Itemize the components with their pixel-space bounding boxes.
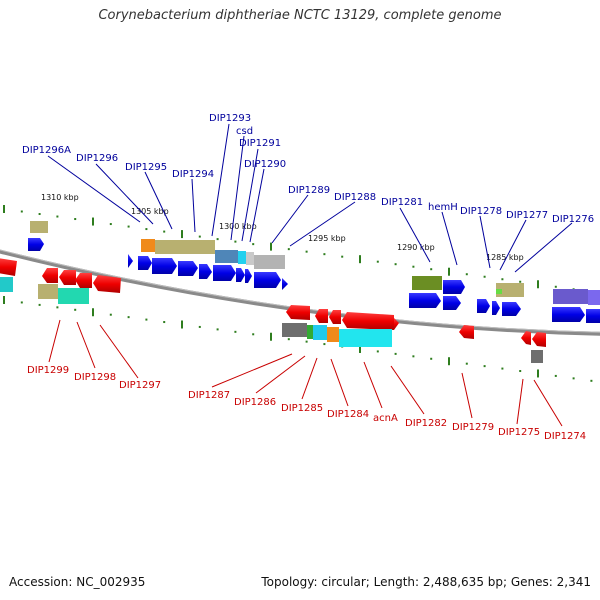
gene-arrow-forward[interactable] <box>213 265 236 281</box>
scale-label: 1295 kbp <box>308 234 346 243</box>
scale-ticks <box>3 205 593 382</box>
gene-label[interactable]: DIP1276 <box>552 214 594 225</box>
gene-label[interactable]: DIP1299 <box>27 365 69 376</box>
gene-arrow-forward[interactable] <box>128 254 133 268</box>
gene-label[interactable]: DIP1275 <box>498 427 540 438</box>
gene-arrow-reverse[interactable] <box>521 331 531 345</box>
gene-label[interactable]: DIP1290 <box>244 159 286 170</box>
gene-label[interactable]: DIP1291 <box>239 138 281 149</box>
gene-arrow-forward[interactable] <box>492 301 500 315</box>
genome-summary-text: Topology: circular; Length: 2,488,635 bp… <box>261 575 591 589</box>
gene-arrow-reverse[interactable] <box>75 273 92 288</box>
cog-bar <box>588 290 600 305</box>
scale-label: 1310 kbp <box>41 193 79 202</box>
gene-label[interactable]: DIP1286 <box>234 397 276 408</box>
scale-label: 1290 kbp <box>397 243 435 252</box>
gene-arrow-forward[interactable] <box>502 302 521 316</box>
gene-arrow-reverse[interactable] <box>342 312 394 330</box>
gene-label[interactable]: DIP1297 <box>119 380 161 391</box>
cog-bar <box>254 255 285 269</box>
cog-bar <box>282 323 307 337</box>
gene-arrow-reverse[interactable] <box>59 270 76 285</box>
cog-bar <box>0 277 13 292</box>
forward-gene-labels: DIP1296A DIP1296 DIP1295 DIP1294 DIP1293… <box>22 113 594 225</box>
cog-bar <box>496 289 502 294</box>
gene-arrow-reverse[interactable] <box>93 275 121 293</box>
gene-arrow-forward[interactable] <box>28 238 44 251</box>
gene-label[interactable]: csd <box>236 126 253 137</box>
gene-arrow-forward[interactable] <box>409 293 441 308</box>
gene-arrow-reverse[interactable] <box>394 318 399 330</box>
gene-arrow-forward[interactable] <box>282 278 288 290</box>
cog-bar <box>553 289 588 304</box>
gene-arrow-forward[interactable] <box>199 264 212 279</box>
gene-label[interactable]: DIP1287 <box>188 390 230 401</box>
gene-label[interactable]: DIP1293 <box>209 113 251 124</box>
reverse-cog-bars <box>0 277 543 363</box>
gene-arrow-forward[interactable] <box>552 307 585 322</box>
scale-label: 1305 kbp <box>131 207 169 216</box>
gene-label[interactable]: DIP1294 <box>172 169 214 180</box>
scale-label: 1285 kbp <box>486 253 524 262</box>
gene-arrow-forward[interactable] <box>254 272 281 288</box>
cog-bar <box>30 221 48 233</box>
gene-label[interactable]: DIP1281 <box>381 197 423 208</box>
gene-arrow-forward[interactable] <box>152 258 177 274</box>
scale-labels: 1310 kbp 1305 kbp 1300 kbp 1295 kbp 1290… <box>41 193 524 262</box>
gene-label[interactable]: DIP1279 <box>452 422 494 433</box>
cog-bar <box>155 240 215 254</box>
gene-label[interactable]: DIP1282 <box>405 418 447 429</box>
cog-bar <box>496 283 524 297</box>
gene-label[interactable]: acnA <box>373 413 398 424</box>
gene-label[interactable]: DIP1285 <box>281 403 323 414</box>
gene-label[interactable]: hemH <box>428 202 458 213</box>
scale-label: 1300 kbp <box>219 222 257 231</box>
cog-bar <box>412 276 442 290</box>
cog-bar <box>339 329 392 347</box>
cog-bar <box>313 325 327 340</box>
cog-bar <box>307 325 313 339</box>
gene-arrow-forward[interactable] <box>236 268 245 282</box>
gene-label[interactable]: DIP1296A <box>22 145 71 156</box>
gene-label[interactable]: DIP1277 <box>506 210 548 221</box>
gene-label[interactable]: DIP1295 <box>125 162 167 173</box>
gene-label[interactable]: DIP1284 <box>327 409 369 420</box>
gene-arrow-reverse[interactable] <box>315 309 328 323</box>
gene-label[interactable]: DIP1278 <box>460 206 502 217</box>
gene-arrow-forward[interactable] <box>245 269 252 283</box>
cog-bar <box>215 250 238 263</box>
gene-label[interactable]: DIP1288 <box>334 192 376 203</box>
reverse-gene-arrows <box>0 258 546 347</box>
gene-arrow-reverse[interactable] <box>42 268 58 283</box>
gene-label[interactable]: DIP1298 <box>74 372 116 383</box>
cog-bar <box>58 288 89 304</box>
gene-arrow-reverse[interactable] <box>459 325 474 339</box>
cog-bar <box>141 239 155 252</box>
accession-text: Accession: NC_002935 <box>9 575 146 589</box>
gene-arrow-forward[interactable] <box>178 261 198 276</box>
gene-arrow-forward[interactable] <box>443 280 465 294</box>
gene-arrow-reverse[interactable] <box>532 332 546 347</box>
cog-bar <box>246 252 254 265</box>
map-title: Corynebacterium diphtheriae NCTC 13129, … <box>98 8 502 23</box>
label-leader-lines <box>47 123 573 427</box>
gene-arrow-forward[interactable] <box>586 309 600 323</box>
cog-bar <box>238 251 246 264</box>
gene-label[interactable]: DIP1289 <box>288 185 330 196</box>
forward-cog-bars <box>30 221 600 305</box>
cog-bar <box>531 350 543 363</box>
gene-arrow-reverse[interactable] <box>0 258 17 276</box>
gene-label[interactable]: DIP1296 <box>76 153 118 164</box>
reverse-gene-labels: DIP1299 DIP1298 DIP1297 DIP1287 DIP1286 … <box>27 365 586 442</box>
forward-gene-arrows <box>28 238 600 323</box>
gene-label[interactable]: DIP1274 <box>544 431 586 442</box>
gene-arrow-reverse[interactable] <box>329 310 341 324</box>
gene-arrow-forward[interactable] <box>477 299 490 313</box>
cog-bar <box>327 327 339 342</box>
gene-arrow-forward[interactable] <box>443 296 461 310</box>
cog-bar <box>38 284 58 299</box>
gene-arrow-reverse[interactable] <box>286 305 310 320</box>
gene-arrow-forward[interactable] <box>138 256 152 270</box>
